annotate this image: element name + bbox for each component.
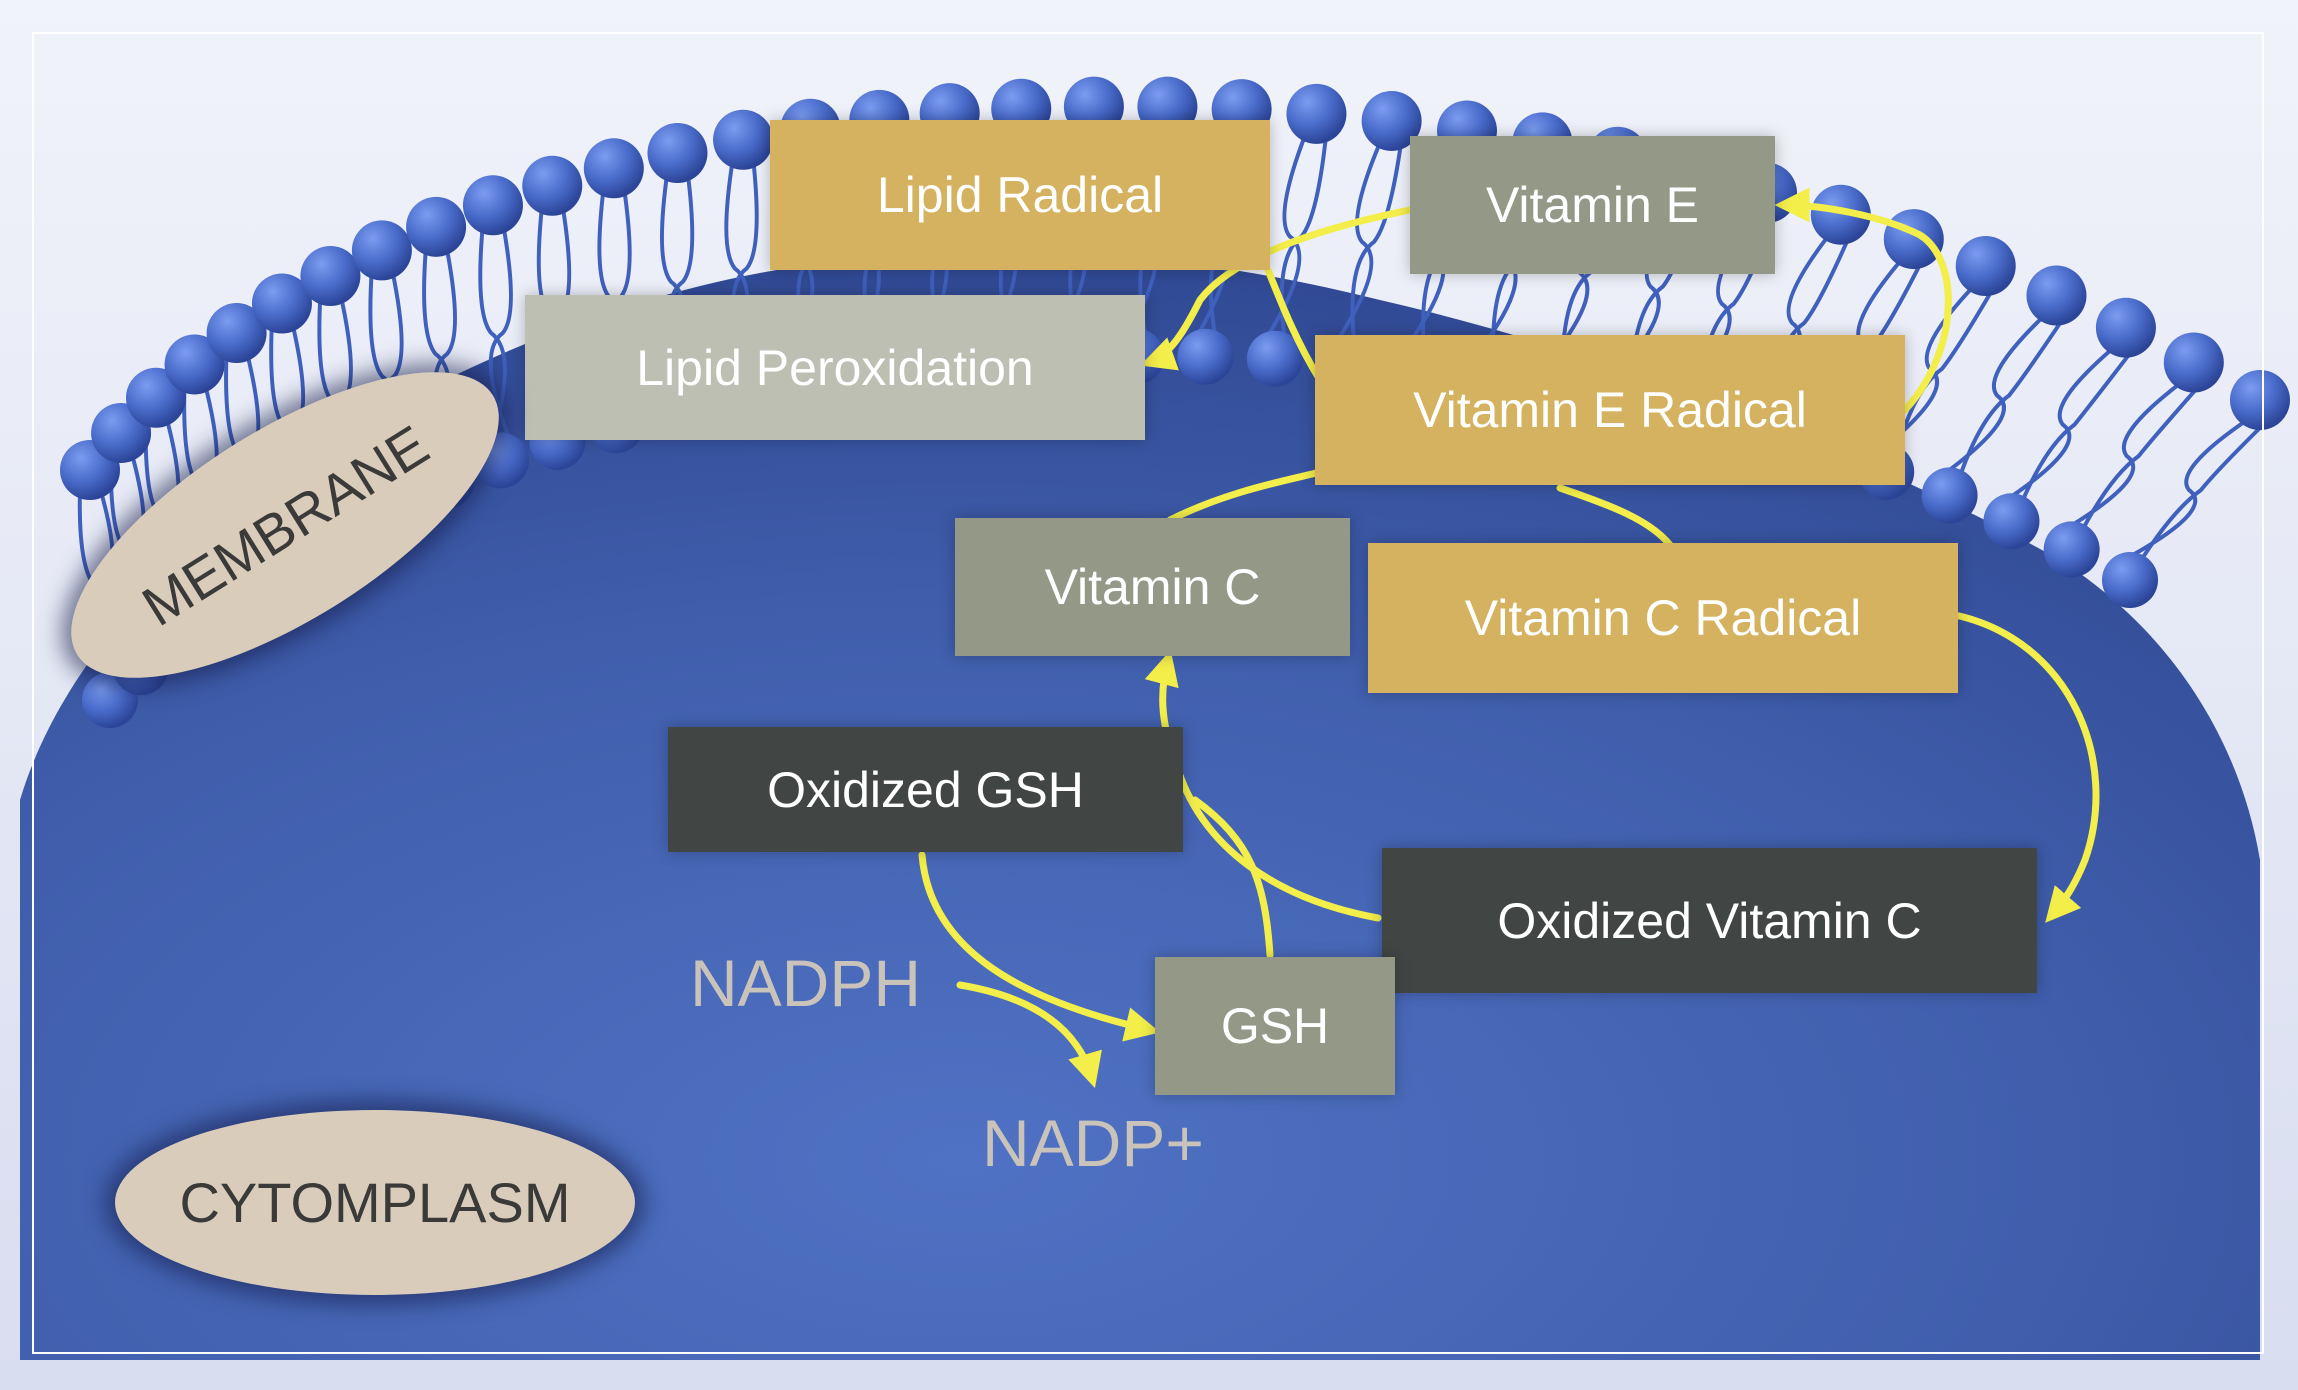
lipid-tail xyxy=(1263,131,1309,342)
outer-lipid-head xyxy=(2163,332,2224,393)
oxidized-vitamin-c-box: Oxidized Vitamin C xyxy=(1382,848,2037,993)
outer-lipid-head xyxy=(2230,370,2290,430)
cytoplasm-text: CYTOMPLASM xyxy=(179,1171,571,1234)
arrow-nadph-to-nadp-plus xyxy=(956,981,1102,1089)
arrow-vitamin-c-to-vitamin-e-radical xyxy=(1166,468,1324,524)
outer-lipid-head xyxy=(1286,83,1347,144)
arrow-vitamin-e-radical-to-vitamin-c-radical xyxy=(1556,484,1674,549)
lipid-tail xyxy=(2119,416,2252,564)
lipid-tail xyxy=(2060,378,2186,534)
lipid-tail xyxy=(2019,344,2138,504)
lipid-radical-box: Lipid Radical xyxy=(770,120,1270,270)
lipid-tail xyxy=(2138,416,2272,564)
inner-lipid-head xyxy=(2102,552,2158,608)
outer-lipid-head xyxy=(647,122,708,183)
outer-lipid-head xyxy=(300,245,361,306)
vitamin-e-label: Vitamin E xyxy=(1485,177,1700,233)
outer-lipid-head xyxy=(462,175,523,236)
outer-lipid-head xyxy=(164,334,225,395)
oxidized-gsh-label: Oxidized GSH xyxy=(767,761,1084,818)
lipid-tail xyxy=(1350,138,1404,346)
lipid-radical-label: Lipid Radical xyxy=(876,167,1164,223)
outer-lipid-head xyxy=(2026,265,2087,326)
outer-lipid-head xyxy=(1361,90,1422,151)
arrow-vitamin-e-radical-to-vitamin-e xyxy=(1774,187,1952,414)
nadph-label: NADPH xyxy=(690,946,922,1020)
vitamin-c-radical-label: Vitamin C Radical xyxy=(1464,590,1862,646)
inner-lipid-head xyxy=(1177,328,1234,385)
arrow-vitamin-e-to-lipid-peroxidation xyxy=(1140,206,1414,371)
inner-lipid-head xyxy=(2043,521,2100,578)
outer-lipid-head xyxy=(522,155,583,216)
inner-lipid-head xyxy=(1983,493,2040,550)
outer-lipid-head xyxy=(251,273,312,334)
lipid-peroxidation-box: Lipid Peroxidation xyxy=(525,295,1145,440)
outer-lipid-head xyxy=(583,138,644,199)
cytoplasm-region-label: CYTOMPLASM xyxy=(115,1110,635,1295)
lipid-tail xyxy=(2079,379,2206,533)
oxidized-gsh-box: Oxidized GSH xyxy=(668,727,1183,852)
lipid-tail xyxy=(1894,283,1998,455)
outer-lipid-head xyxy=(1810,184,1871,245)
vitamin-c-label: Vitamin C xyxy=(1044,559,1261,615)
lipid-tail xyxy=(488,222,513,444)
vitamin-e-radical-label: Vitamin E Radical xyxy=(1413,382,1807,438)
outer-lipid-head xyxy=(2095,297,2156,358)
lipid-peroxidation-label: Lipid Peroxidation xyxy=(636,339,1034,396)
gsh-label: GSH xyxy=(1220,998,1330,1054)
vitamin-e-radical-box: Vitamin E Radical xyxy=(1315,335,1905,485)
inner-lipid-head xyxy=(1246,330,1303,387)
outer-lipid-head xyxy=(1955,236,2016,297)
arrow-gsh-to-oxidized-gsh xyxy=(1191,796,1274,959)
lipid-tail xyxy=(2000,344,2118,505)
outer-lipid-head xyxy=(206,303,267,364)
oxidized-vitamin-c-label: Oxidized Vitamin C xyxy=(1497,892,1922,949)
arrow-vitamin-c-radical-to-oxidized-vitamin-c xyxy=(1951,611,2100,923)
outer-lipid-head xyxy=(351,220,412,281)
outer-lipid-head xyxy=(406,196,467,257)
inner-lipid-head xyxy=(1921,467,1978,524)
lipid-tail xyxy=(1332,138,1384,346)
vitamin-e-box: Vitamin E xyxy=(1410,136,1775,274)
arrow-oxidized-vitamin-c-to-vitamin-c xyxy=(1144,649,1382,922)
gsh-box: GSH xyxy=(1155,957,1395,1095)
outer-lipid-head xyxy=(713,109,774,170)
vitamin-c-radical-box: Vitamin C Radical xyxy=(1368,543,1958,693)
lipid-tail xyxy=(1957,312,2069,478)
arrow-oxidized-gsh-to-gsh xyxy=(918,851,1161,1042)
vitamin-c-box: Vitamin C xyxy=(955,518,1350,656)
lipid-tail xyxy=(478,223,507,444)
lipid-tail xyxy=(1938,312,2048,479)
nadp-plus-label: NADP+ xyxy=(982,1106,1204,1180)
